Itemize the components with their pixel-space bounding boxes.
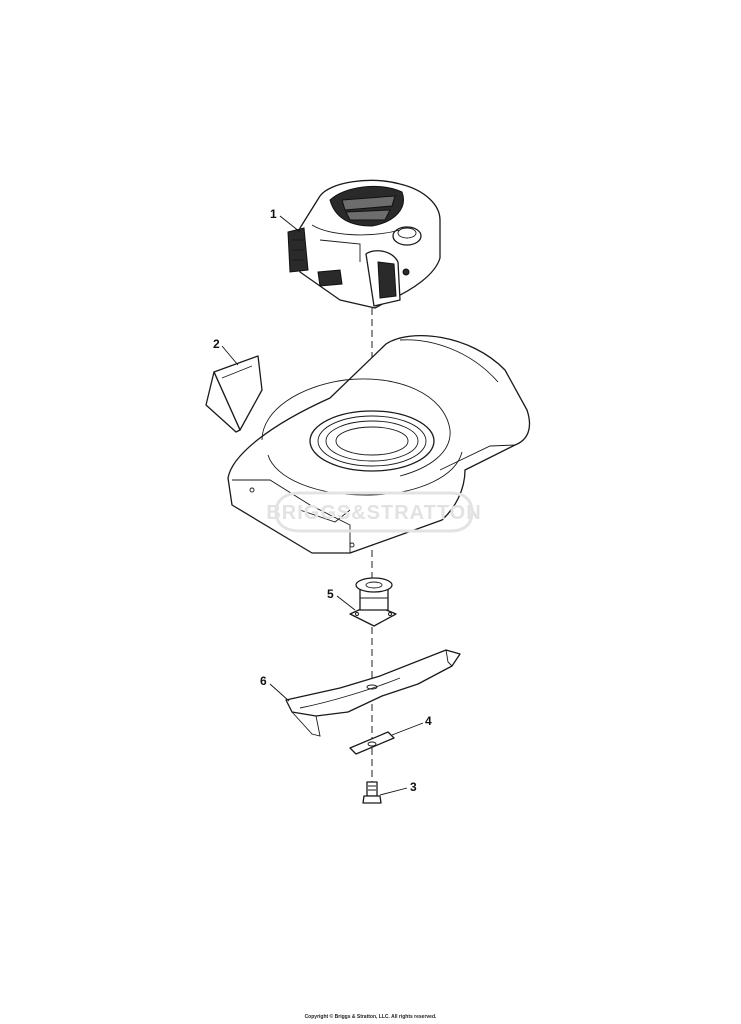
callout-label-5: 5 [327,587,334,601]
callout-2: 2 [213,337,239,366]
blade-washer [349,731,395,755]
callout-label-6: 6 [260,674,267,688]
blade-bolt [362,781,382,804]
copyright-footer: Copyright © Briggs & Stratton, LLC. All … [304,1014,437,1020]
blade-adapter [349,577,397,627]
callout-label-1: 1 [270,207,277,221]
blade [285,649,461,737]
watermark: BRIGGS&STRATTON [266,491,481,533]
callout-6: 6 [260,674,290,702]
callout-label-2: 2 [213,337,220,351]
callout-3: 3 [379,780,417,796]
engine [287,179,441,309]
callout-5: 5 [327,587,356,611]
watermark-text: BRIGGS&STRATTON [266,502,481,524]
callout-1: 1 [270,207,301,233]
mower-deck [227,334,531,554]
callout-4: 4 [391,714,432,736]
callout-label-4: 4 [425,714,432,728]
callout-label-3: 3 [410,780,417,794]
grass-deflector [205,355,263,433]
